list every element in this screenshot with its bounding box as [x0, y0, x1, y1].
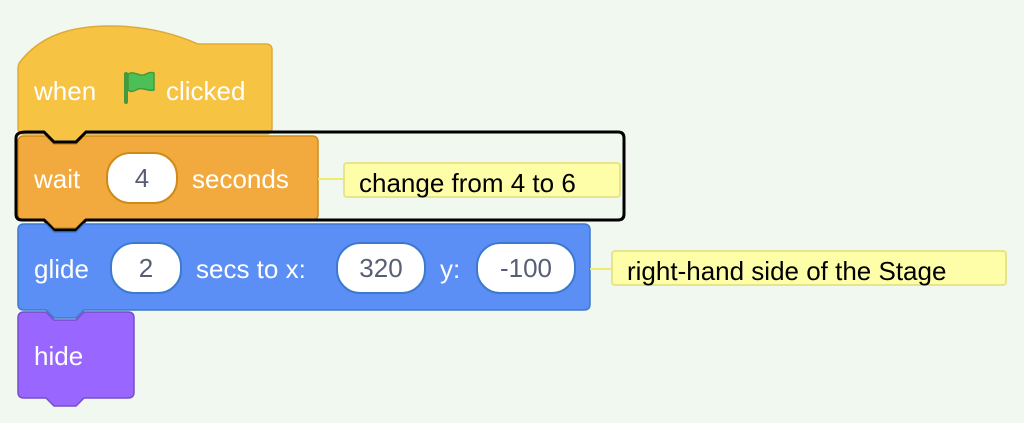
glide-secs-input[interactable]: 2 — [110, 242, 182, 294]
y-label: y: — [440, 254, 461, 284]
glide-x-input[interactable]: 320 — [336, 242, 426, 294]
wait-seconds-input[interactable]: 4 — [106, 152, 178, 204]
seconds-label: seconds — [192, 164, 289, 194]
glide-label: glide — [34, 254, 89, 284]
hide-label: hide — [34, 341, 84, 371]
clicked-label: clicked — [166, 76, 246, 106]
wait-comment[interactable]: change from 4 to 6 — [343, 162, 621, 198]
secs-to-x-label: secs to x: — [196, 254, 306, 284]
selection-highlight-outline — [14, 130, 626, 232]
wait-comment-connector — [318, 178, 344, 180]
glide-y-input[interactable]: -100 — [476, 242, 576, 294]
when-label: when — [34, 76, 97, 106]
green-flag-icon — [124, 71, 155, 104]
glide-comment[interactable]: right-hand side of the Stage — [611, 250, 1007, 286]
hide-block[interactable] — [17, 311, 135, 407]
wait-label: wait — [34, 164, 81, 194]
glide-comment-connector — [590, 268, 612, 270]
